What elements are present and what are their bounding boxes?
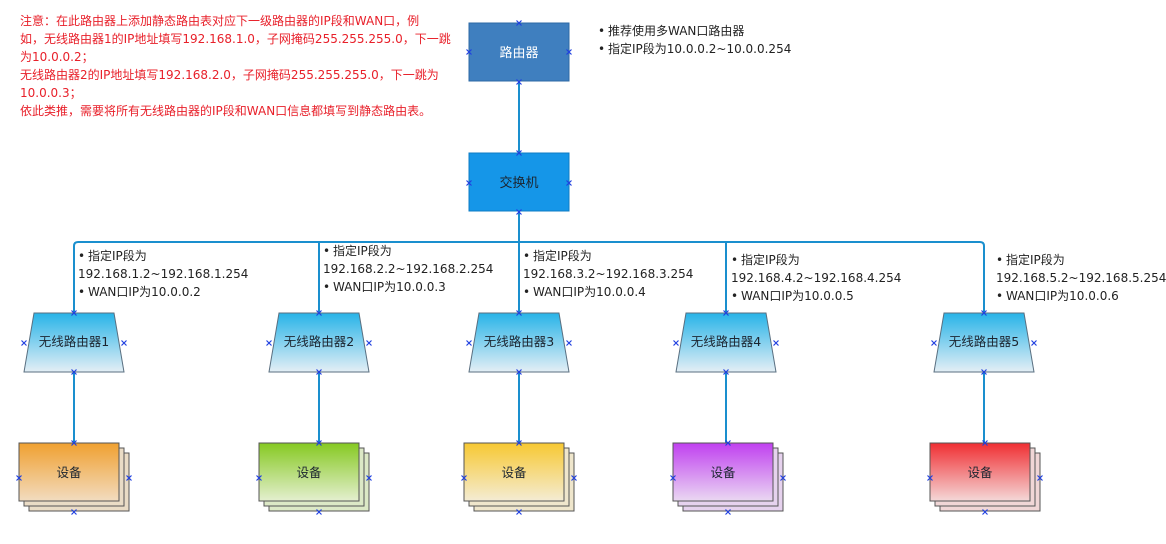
port-marker <box>566 340 572 346</box>
note-line: 为10.0.0.2； <box>20 50 94 64</box>
device-2-label: 设备 <box>296 465 322 480</box>
port-marker <box>466 49 472 55</box>
port-marker <box>366 340 372 346</box>
wireless-router-1: 无线路由器1 <box>23 312 125 373</box>
wireless-router-3-label: 无线路由器3 <box>484 334 554 349</box>
port-marker <box>516 509 522 515</box>
port-marker <box>71 440 77 446</box>
connector-lines <box>73 82 985 443</box>
device-stack-2: 设备 <box>258 442 370 512</box>
port-marker <box>466 180 472 186</box>
port-marker <box>121 340 127 346</box>
wireless-router-1-info: •指定IP段为 192.168.1.2~192.168.1.254 •WAN口I… <box>78 249 249 299</box>
wireless-router-2: 无线路由器2 <box>268 312 370 373</box>
switch-node: 交换机 <box>468 152 570 212</box>
port-marker <box>673 340 679 346</box>
note-line: 依此类推，需要将所有无线路由器的IP段和WAN口信息都填写到静态路由表。 <box>20 104 432 118</box>
wireless-router-5: 无线路由器5 <box>933 312 1035 373</box>
port-marker <box>516 369 522 375</box>
wireless-router-3-info: •指定IP段为 192.168.3.2~192.168.3.254 •WAN口I… <box>523 249 694 299</box>
note-line: 注意：在此路由器上添加静态路由表对应下一级路由器的IP段和WAN口，例 <box>20 14 420 28</box>
wireless-router-4-label: 无线路由器4 <box>691 334 762 349</box>
port-marker <box>71 369 77 375</box>
port-marker <box>571 475 577 481</box>
port-marker <box>982 440 988 446</box>
device-5-label: 设备 <box>967 465 993 480</box>
device-stack-4: 设备 <box>672 442 784 512</box>
router-note-item: •指定IP段为10.0.0.2~10.0.0.254 <box>598 42 792 56</box>
port-marker <box>256 475 262 481</box>
note-line: 无线路由器2的IP地址填写192.168.2.0，子网掩码255.255.255… <box>20 68 439 82</box>
wireless-router-5-label: 无线路由器5 <box>949 334 1019 349</box>
port-marker <box>316 440 322 446</box>
port-marker <box>982 509 988 515</box>
port-marker <box>566 49 572 55</box>
port-marker <box>516 79 522 85</box>
router-label: 路由器 <box>499 45 538 61</box>
router-note-item: •推荐使用多WAN口路由器 <box>598 24 745 38</box>
port-marker <box>366 475 372 481</box>
device-3-label: 设备 <box>501 465 527 480</box>
port-marker <box>725 509 731 515</box>
port-marker <box>670 475 676 481</box>
port-marker <box>516 20 522 26</box>
bus-line <box>73 241 985 312</box>
note-line: 如，无线路由器1的IP地址填写192.168.1.0，子网掩码255.255.2… <box>20 32 451 46</box>
port-marker <box>461 475 467 481</box>
port-marker <box>1037 475 1043 481</box>
port-marker <box>266 340 272 346</box>
wireless-router-2-label: 无线路由器2 <box>284 334 354 349</box>
port-marker <box>566 180 572 186</box>
port-marker <box>723 369 729 375</box>
port-marker <box>71 310 77 316</box>
port-marker <box>316 310 322 316</box>
switch-label: 交换机 <box>499 175 538 191</box>
wireless-router-4: 无线路由器4 <box>675 312 777 373</box>
note-line: 10.0.0.3； <box>20 86 82 100</box>
device-1-label: 设备 <box>56 465 82 480</box>
port-marker <box>21 340 27 346</box>
port-marker <box>516 440 522 446</box>
device-4-label: 设备 <box>710 465 736 480</box>
port-markers <box>16 20 1043 515</box>
port-marker <box>931 340 937 346</box>
port-marker <box>927 475 933 481</box>
port-marker <box>316 369 322 375</box>
port-marker <box>516 209 522 215</box>
port-marker <box>71 509 77 515</box>
router-notes: •推荐使用多WAN口路由器 •指定IP段为10.0.0.2~10.0.0.254 <box>598 22 791 58</box>
port-marker <box>126 475 132 481</box>
port-marker <box>516 150 522 156</box>
wireless-router-1-label: 无线路由器1 <box>39 334 109 349</box>
port-marker <box>725 440 731 446</box>
port-marker <box>780 475 786 481</box>
router-node: 路由器 <box>468 22 570 82</box>
device-stack-1: 设备 <box>18 442 130 512</box>
port-marker <box>16 475 22 481</box>
wireless-router-3: 无线路由器3 <box>468 312 570 373</box>
device-stack-3: 设备 <box>463 442 575 512</box>
wireless-router-5-info: •指定IP段为 192.168.5.2~192.168.5.254 •WAN口I… <box>996 253 1166 303</box>
note-text-block: 注意：在此路由器上添加静态路由表对应下一级路由器的IP段和WAN口，例 如，无线… <box>20 12 470 120</box>
port-marker <box>466 340 472 346</box>
port-marker <box>773 340 779 346</box>
port-marker <box>1031 340 1037 346</box>
wireless-router-4-info: •指定IP段为 192.168.4.2~192.168.4.254 •WAN口I… <box>731 253 902 303</box>
port-marker <box>981 369 987 375</box>
port-marker <box>316 509 322 515</box>
device-stack-5: 设备 <box>929 442 1041 512</box>
wireless-router-2-info: •指定IP段为 192.168.2.2~192.168.2.254 •WAN口I… <box>323 244 494 294</box>
port-marker <box>516 310 522 316</box>
port-marker <box>723 310 729 316</box>
port-marker <box>981 310 987 316</box>
